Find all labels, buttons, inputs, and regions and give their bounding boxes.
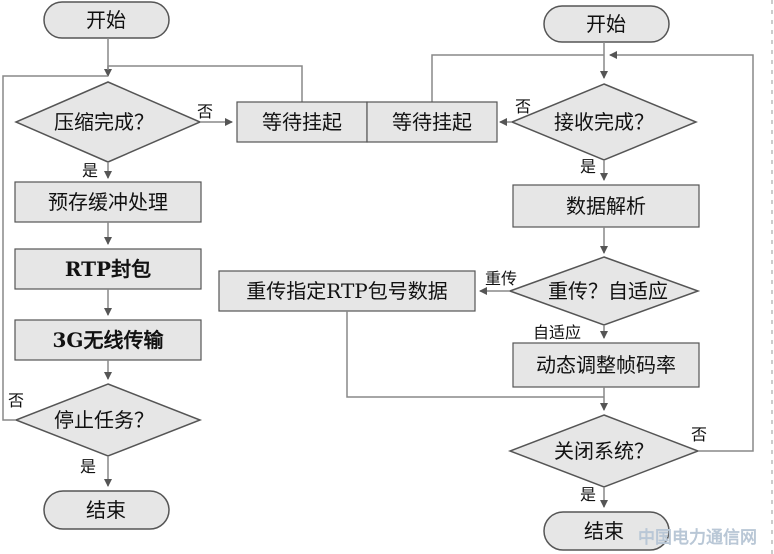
close-no-label: 否 [691, 425, 707, 444]
compress-yes-label: 是 [82, 161, 98, 180]
watermark: 中国电力通信网 [638, 527, 757, 548]
step-retrans-label: 重传指定RTP包号数据 [246, 279, 448, 303]
left-start-label: 开始 [86, 8, 126, 32]
decision-compress-label: 压缩完成？ [54, 110, 154, 134]
connector [107, 65, 303, 102]
left-start-terminal [43, 1, 170, 39]
connector [609, 51, 754, 452]
step-prebuffer-box [14, 181, 202, 223]
connector [2, 75, 108, 421]
step-rtp-box [14, 248, 202, 290]
wait-box-right [366, 101, 498, 143]
step-parse-box [512, 184, 700, 228]
left-end-terminal [43, 490, 170, 530]
wait-right-label: 等待挂起 [392, 110, 472, 134]
decision-stop-label: 停止任务？ [54, 408, 154, 432]
connector [431, 54, 604, 102]
stop-yes-label: 是 [80, 457, 96, 476]
decision-retrans-label: 重传？自适应 [548, 279, 668, 303]
left-end-label: 结束 [86, 498, 126, 522]
right-end-terminal [543, 511, 670, 551]
step-adjust-box [512, 342, 700, 388]
step-3g-box [14, 319, 202, 361]
step-rtp-label: RTP封包 [65, 257, 151, 281]
retrans-label: 重传 [485, 269, 517, 288]
decision-close-label: 关闭系统？ [554, 439, 654, 463]
receive-no-label: 否 [515, 97, 531, 116]
compress-no-label: 否 [197, 102, 213, 121]
decision-receive-label: 接收完成？ [554, 110, 654, 134]
close-yes-label: 是 [580, 485, 596, 504]
step-prebuffer-label: 预存缓冲处理 [48, 190, 168, 214]
wait-left-label: 等待挂起 [262, 110, 342, 134]
adaptive-label: 自适应 [533, 323, 581, 342]
receive-yes-label: 是 [580, 157, 596, 176]
stop-no-label: 否 [8, 391, 24, 410]
right-start-terminal [543, 5, 670, 43]
right-start-label: 开始 [586, 12, 626, 36]
step-adjust-label: 动态调整帧码率 [536, 353, 676, 377]
right-end-label: 结束 [584, 519, 624, 543]
step-parse-label: 数据解析 [566, 194, 646, 218]
step-3g-label: 3G无线传输 [53, 328, 165, 352]
connector [346, 311, 604, 398]
